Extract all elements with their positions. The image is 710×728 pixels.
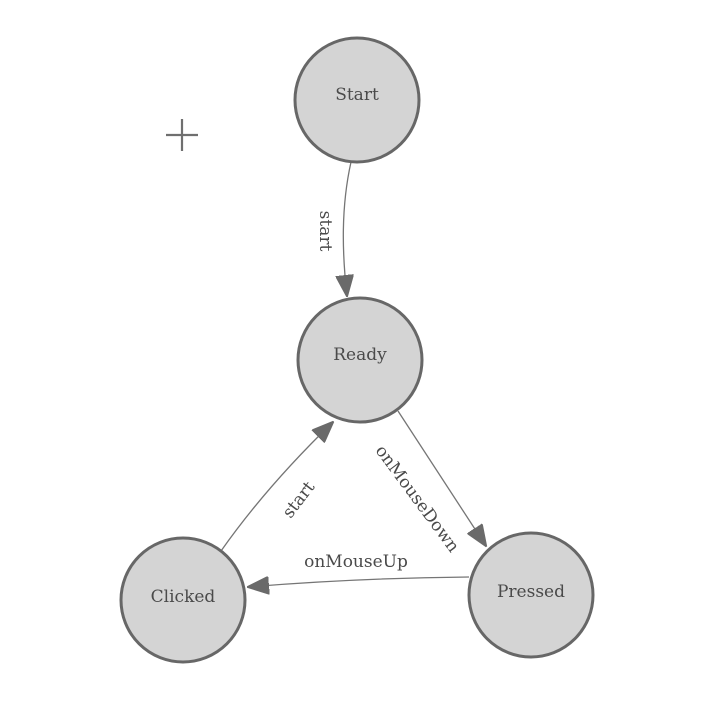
state-node-clicked[interactable]: Clicked [119, 536, 247, 664]
state-label: Clicked [151, 587, 216, 607]
transition-path[interactable] [397, 410, 486, 546]
state-label: Ready [333, 345, 387, 365]
state-circle[interactable] [467, 531, 595, 659]
state-node-start[interactable]: Start [293, 36, 421, 164]
transition-clicked-to-ready[interactable]: start [220, 422, 333, 552]
transition-label: start [279, 478, 320, 523]
transition-path[interactable] [220, 422, 333, 552]
transition-start-to-ready[interactable]: start [315, 161, 351, 296]
transition-ready-to-pressed[interactable]: onMouseDown [371, 410, 486, 557]
transition-label: onMouseDown [371, 442, 463, 557]
transition-path[interactable] [248, 577, 470, 587]
crosshair-icon [166, 119, 198, 151]
state-node-ready[interactable]: Ready [296, 296, 424, 424]
state-node-pressed[interactable]: Pressed [467, 531, 595, 659]
transition-label: onMouseUp [304, 552, 408, 572]
state-label: Start [335, 85, 379, 105]
transition-pressed-to-clicked[interactable]: onMouseUp [248, 552, 470, 587]
transition-path[interactable] [343, 161, 351, 296]
transition-label: start [315, 211, 335, 252]
state-circle[interactable] [293, 36, 421, 164]
state-circle[interactable] [296, 296, 424, 424]
state-circle[interactable] [119, 536, 247, 664]
state-label: Pressed [497, 582, 565, 602]
